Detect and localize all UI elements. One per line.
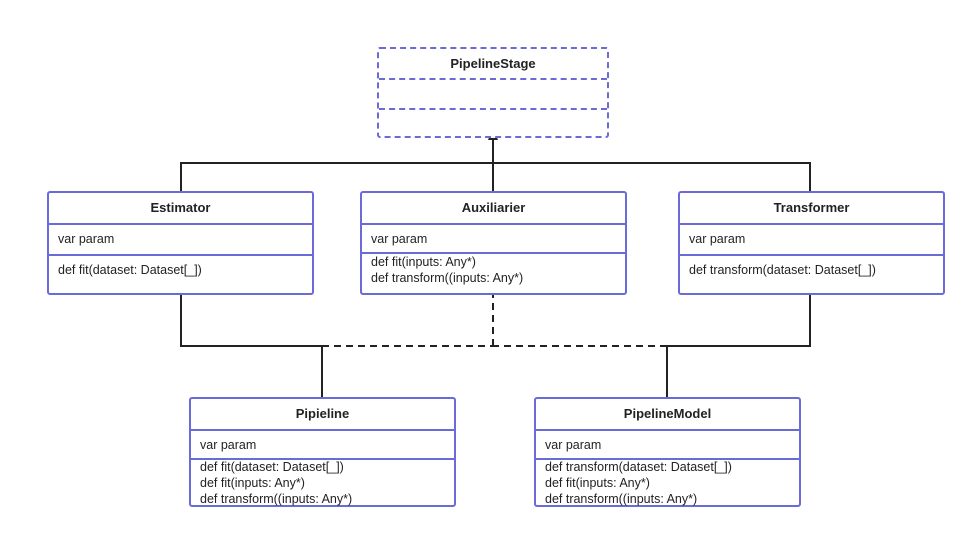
section-divider — [379, 108, 607, 110]
class-name: PipelineStage — [450, 56, 536, 71]
section-divider — [49, 223, 312, 225]
section-divider — [362, 252, 625, 254]
class-auxiliarier[interactable]: Auxiliarier var param def fit(inputs: An… — [360, 191, 627, 295]
method: def transform(dataset: Dataset[_]) — [545, 460, 732, 474]
class-name: Transformer — [773, 200, 850, 215]
method: def fit(dataset: Dataset[_]) — [200, 460, 344, 474]
class-name: Estimator — [150, 200, 211, 215]
method: def fit(inputs: Any*) — [200, 476, 305, 490]
edge-estimator-to-pipelinestage — [180, 162, 493, 192]
edge-pipieline-to-estimator — [176, 283, 323, 398]
section-divider — [191, 429, 454, 431]
class-pipelinemodel[interactable]: PipelineModel var param def transform(da… — [534, 397, 801, 507]
class-name: Auxiliarier — [461, 200, 526, 215]
method: def transform((inputs: Any*) — [545, 492, 698, 506]
section-divider — [536, 429, 799, 431]
edge-pipelinemodel-to-transformer — [666, 283, 815, 398]
class-transformer[interactable]: Transformer var param def transform(data… — [678, 191, 945, 295]
section-divider — [680, 223, 943, 225]
method: def fit(inputs: Any*) — [371, 255, 476, 269]
section-divider — [191, 458, 454, 460]
attribute: var param — [545, 438, 602, 452]
section-divider — [536, 458, 799, 460]
attribute: var param — [371, 232, 428, 246]
edge-transformer-to-pipelinestage — [493, 162, 811, 192]
section-divider — [379, 78, 607, 80]
attribute: var param — [58, 232, 115, 246]
method: def transform((inputs: Any*) — [371, 271, 524, 285]
method: def fit(dataset: Dataset[_]) — [58, 263, 202, 277]
attribute: var param — [200, 438, 257, 452]
section-divider — [680, 254, 943, 256]
class-name: PipelineModel — [623, 406, 712, 421]
section-divider — [362, 223, 625, 225]
class-estimator[interactable]: Estimator var param def fit(dataset: Dat… — [47, 191, 314, 295]
class-pipelinestage[interactable]: PipelineStage — [377, 47, 609, 138]
method: def transform((inputs: Any*) — [200, 492, 353, 506]
method: def transform(dataset: Dataset[_]) — [689, 263, 876, 277]
section-divider — [49, 254, 312, 256]
class-name: Pipieline — [295, 406, 350, 421]
class-pipieline[interactable]: Pipieline var param def fit(dataset: Dat… — [189, 397, 456, 507]
method: def fit(inputs: Any*) — [545, 476, 650, 490]
attribute: var param — [689, 232, 746, 246]
